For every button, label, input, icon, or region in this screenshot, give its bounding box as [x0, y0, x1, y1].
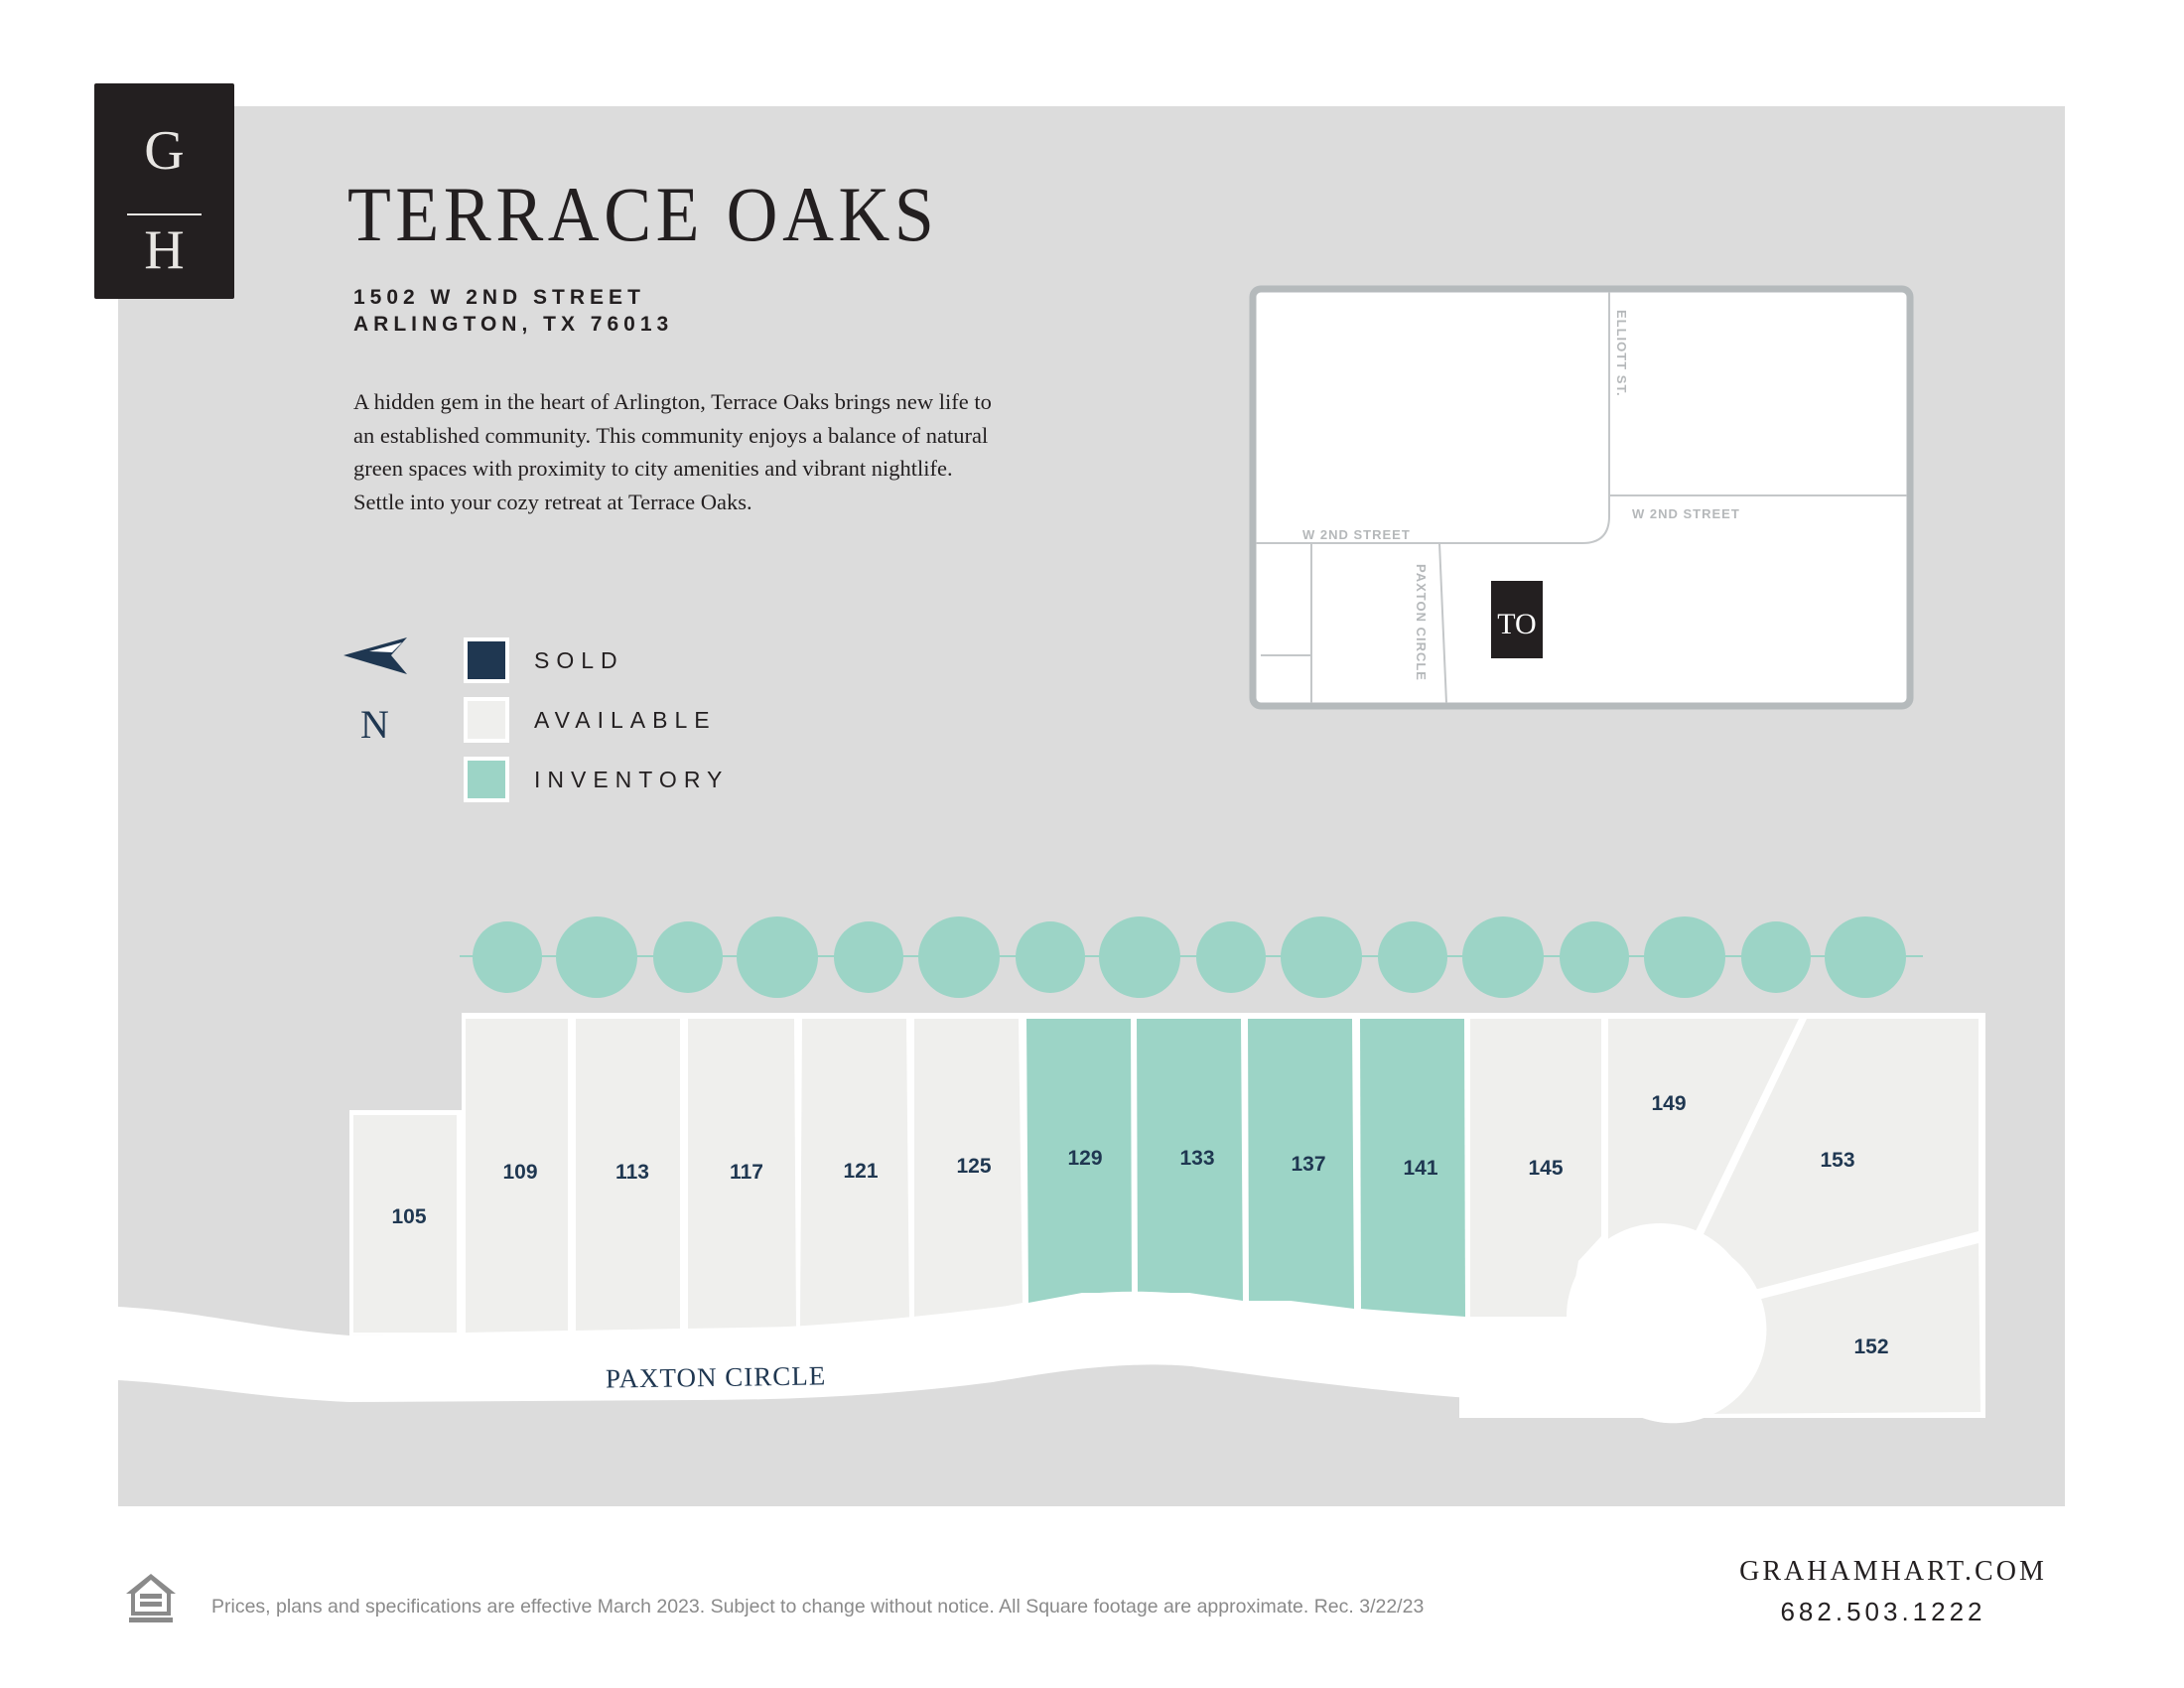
lot-152[interactable] — [1688, 1243, 1980, 1414]
lot-145[interactable] — [1470, 1019, 1601, 1317]
vicinity-map: ELLIOTT ST. W 2ND STREET W 2ND STREET PA… — [1249, 285, 1914, 710]
lot-133[interactable] — [1137, 1019, 1243, 1301]
lot-129[interactable] — [1026, 1019, 1132, 1303]
lot-113[interactable] — [576, 1019, 680, 1331]
lot-label-141: 141 — [1403, 1157, 1437, 1180]
tree-icon — [834, 921, 903, 993]
street-label-paxton-circle: PAXTON CIRCLE — [606, 1360, 827, 1393]
address-line-1: 1502 W 2ND STREET — [353, 286, 645, 309]
community-description: A hidden gem in the heart of Arlington, … — [353, 389, 992, 514]
lot-label-145: 145 — [1528, 1157, 1563, 1180]
lot-label-109: 109 — [502, 1161, 537, 1184]
vicinity-street-elliott: ELLIOTT ST. — [1614, 310, 1629, 397]
legend-label-available: AVAILABLE — [534, 707, 717, 733]
lot-137[interactable] — [1248, 1019, 1354, 1309]
site-location-marker: TO — [1491, 581, 1543, 658]
tree-icon — [1378, 921, 1447, 993]
lot-109[interactable] — [466, 1019, 568, 1333]
tree-icon — [1644, 916, 1725, 998]
community-title: TERRACE OAKS — [347, 171, 939, 257]
legend-swatch-sold — [464, 637, 509, 683]
north-label: N — [360, 702, 389, 747]
logo-letter-h: H — [144, 219, 185, 281]
tree-icon — [737, 916, 818, 998]
tree-icon — [1825, 916, 1906, 998]
lot-label-117: 117 — [730, 1161, 763, 1184]
tree-row — [460, 916, 1923, 998]
legend-label-sold: SOLD — [534, 647, 624, 673]
legend-swatch-available — [464, 697, 509, 743]
tree-icon — [1099, 916, 1180, 998]
site-plan: 105 109 113 117 121 125 129 133 137 141 … — [118, 1013, 1985, 1424]
svg-text:TO: TO — [1497, 608, 1536, 640]
phone-number[interactable]: 682.503.1222 — [1780, 1597, 1986, 1626]
lot-label-152: 152 — [1853, 1336, 1888, 1358]
lot-label-133: 133 — [1179, 1147, 1214, 1170]
equal-housing-opportunity-icon — [126, 1574, 176, 1622]
paxton-circle-road — [118, 1236, 1767, 1424]
lot-label-121: 121 — [843, 1160, 878, 1183]
lot-label-153: 153 — [1820, 1149, 1854, 1172]
lot-label-113: 113 — [615, 1161, 649, 1184]
tree-icon — [1196, 921, 1266, 993]
vicinity-street-w2nd-east: W 2ND STREET — [1632, 506, 1740, 521]
tree-icon — [556, 916, 637, 998]
lot-label-129: 129 — [1067, 1147, 1102, 1170]
cul-de-sac — [1567, 1223, 1753, 1410]
graham-hart-logo: G H — [94, 83, 234, 299]
svg-text:ELLIOTT ST.: ELLIOTT ST. — [1614, 310, 1629, 397]
website-link[interactable]: GRAHAMHART.COM — [1739, 1556, 2047, 1587]
lot-label-105: 105 — [391, 1205, 426, 1228]
lot-149[interactable] — [1608, 1019, 1799, 1241]
svg-text:PAXTON CIRCLE: PAXTON CIRCLE — [1414, 564, 1429, 681]
lot-label-137: 137 — [1291, 1153, 1325, 1176]
footer-disclaimer: Prices, plans and specifications are eff… — [211, 1596, 1425, 1618]
vicinity-street-paxton: PAXTON CIRCLE — [1414, 564, 1429, 681]
tree-icon — [1016, 921, 1085, 993]
tree-icon — [1462, 916, 1544, 998]
lot-117[interactable] — [688, 1019, 796, 1329]
lot-label-149: 149 — [1651, 1092, 1686, 1115]
tree-icon — [473, 921, 542, 993]
legend-swatch-inventory — [464, 757, 509, 802]
lot-153[interactable] — [1703, 1019, 1979, 1291]
address-line-2: ARLINGTON, TX 76013 — [353, 313, 674, 336]
tree-icon — [653, 921, 723, 993]
tree-icon — [1741, 921, 1811, 993]
tree-icon — [918, 916, 1000, 998]
tree-icon — [1560, 921, 1629, 993]
lot-125[interactable] — [914, 1019, 1023, 1321]
lot-121[interactable] — [800, 1019, 909, 1327]
vicinity-street-w2nd-west: W 2ND STREET — [1302, 527, 1411, 542]
logo-letter-g: G — [144, 120, 185, 182]
legend-label-inventory: INVENTORY — [534, 767, 730, 792]
lot-label-125: 125 — [956, 1155, 991, 1178]
tree-icon — [1281, 916, 1362, 998]
lot-141[interactable] — [1360, 1019, 1465, 1317]
logo-divider — [127, 213, 202, 215]
lot-105[interactable] — [353, 1115, 457, 1333]
